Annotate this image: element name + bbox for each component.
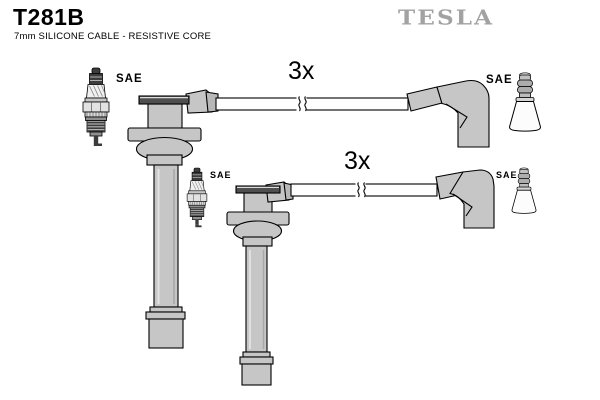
quantity-label-row1: 3x — [288, 57, 315, 85]
plug-boot-long-row1 — [127, 89, 219, 349]
spark-plug-icon-row1 — [82, 67, 110, 147]
cable-row2 — [290, 181, 438, 199]
sae-label-row2-left: SAE — [210, 170, 232, 180]
plug-boot-long-row2 — [226, 181, 294, 386]
sae-label-row1-left: SAE — [116, 73, 143, 85]
spark-plug-icon-row2 — [186, 167, 208, 228]
elbow-boot-row1 — [406, 79, 490, 148]
sae-terminal-icon-row1 — [509, 72, 541, 132]
sae-label-row2-right: SAE — [496, 170, 518, 180]
product-subtitle: 7mm SILICONE CABLE - RESISTIVE CORE — [14, 31, 212, 42]
brand-logo: TESLA — [398, 6, 495, 30]
quantity-label-row2: 3x — [344, 147, 371, 175]
sae-label-row1-right: SAE — [486, 74, 513, 86]
elbow-boot-row2 — [435, 169, 495, 229]
cable-row1 — [215, 95, 409, 113]
part-number: T281B — [13, 4, 85, 30]
